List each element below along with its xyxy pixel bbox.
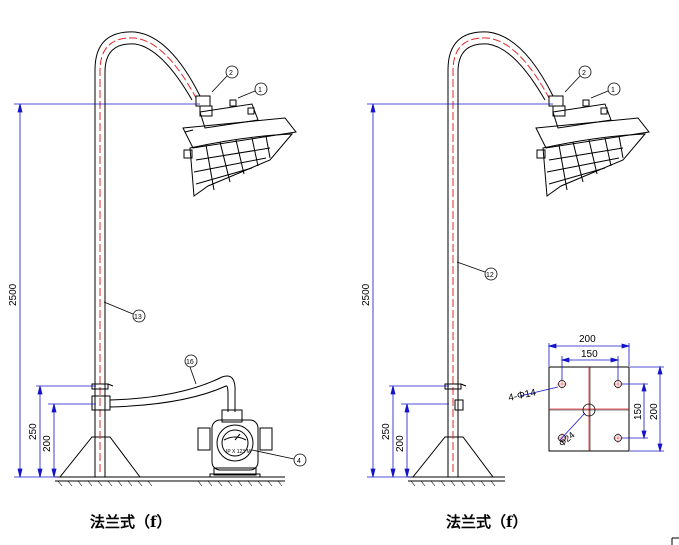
left-balloon-2: 2: [229, 70, 233, 77]
left-balloon-1: 1: [258, 87, 262, 94]
right-pole-base: [411, 436, 494, 478]
left-flexible-conduit: [109, 375, 236, 412]
right-dim-250: 250: [381, 423, 392, 440]
flange-dim-inner-height: 150: [633, 403, 644, 420]
left-gauge-text: IP X 123 M: [226, 449, 251, 455]
caption-left: 法兰式（f）: [90, 513, 172, 531]
flange-dim-outer-width: 200: [579, 334, 596, 345]
right-balloon-12: 12: [486, 272, 494, 279]
left-balloon-16: 16: [186, 359, 194, 366]
right-balloon-1: 1: [611, 87, 615, 94]
left-balloon-4: 4: [297, 458, 301, 465]
right-ground: [408, 476, 505, 487]
left-junction-box: [197, 409, 273, 478]
left-lamp-assembly: IP X 123 M 2500 250 200 2: [8, 31, 307, 487]
right-dim-height-total: 2500: [361, 283, 372, 306]
right-pole: [447, 31, 554, 477]
right-balloon-2: 2: [582, 70, 586, 77]
left-dim-200: 200: [42, 435, 53, 452]
right-balloons: [456, 65, 621, 281]
left-balloons: [103, 65, 307, 467]
flange-dim-outer-height: 200: [649, 403, 660, 420]
left-dim-250: 250: [28, 423, 39, 440]
flange-center-label: Φ24: [557, 430, 577, 449]
right-dimension-lines: [367, 103, 553, 478]
caption-right: 法兰式（f）: [446, 513, 528, 531]
left-pole-centerline: [99, 37, 197, 472]
flange-hole-label: 4-Φ14: [507, 387, 537, 404]
flange-plate-detail: 200 150 150 200 4-Φ14 Φ24: [507, 334, 664, 453]
flange-dim-inner-width: 150: [581, 349, 598, 360]
left-dim-height-total: 2500: [8, 283, 19, 306]
left-dimension-lines: [14, 103, 200, 478]
left-lamp-head: [182, 95, 297, 197]
left-balloon-13: 13: [134, 314, 142, 321]
right-lamp-assembly: 2500 250 200 2 1 12: [361, 31, 650, 487]
right-lamp-head: [535, 95, 650, 197]
left-pole: [94, 31, 201, 477]
left-ground: [55, 476, 285, 487]
right-dim-200: 200: [395, 435, 406, 452]
right-pole-centerline: [452, 37, 550, 472]
flange-dimension-lines: [519, 343, 664, 453]
